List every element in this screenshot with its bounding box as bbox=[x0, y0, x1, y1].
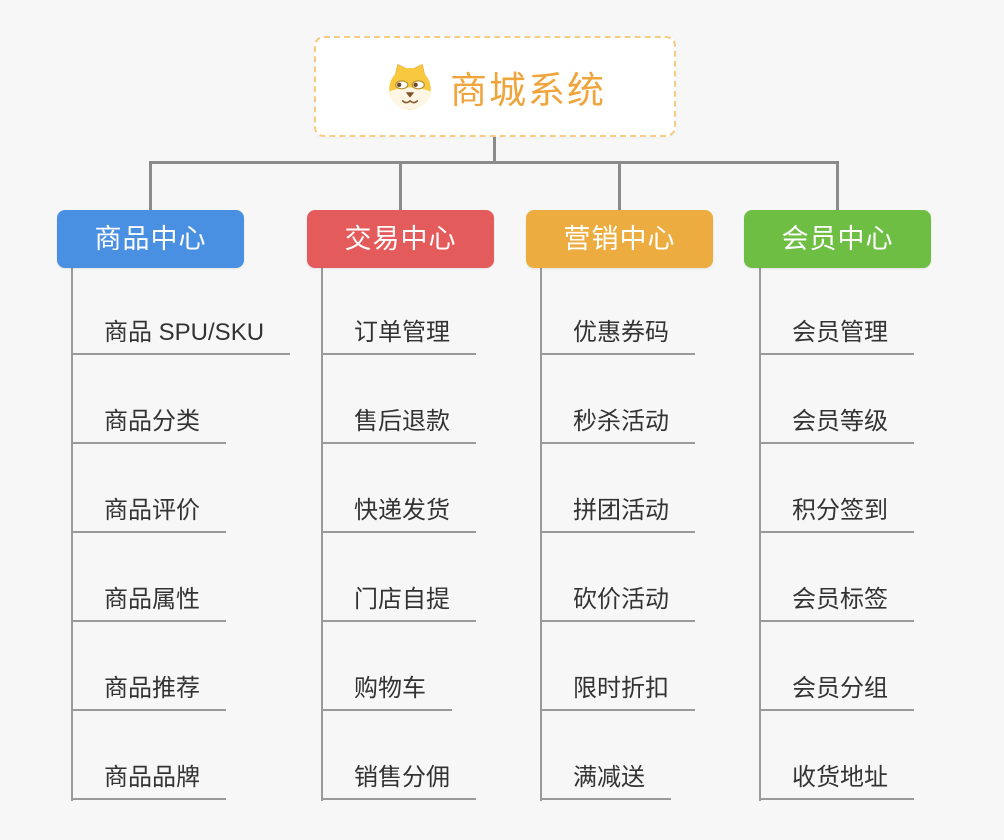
branch-drop-line bbox=[836, 161, 839, 211]
leaf-node[interactable]: 限时折扣 bbox=[540, 673, 695, 711]
leaf-node[interactable]: 会员等级 bbox=[759, 406, 914, 444]
branch-node-marketing-center[interactable]: 营销中心 bbox=[526, 210, 713, 268]
leaf-node[interactable]: 收货地址 bbox=[759, 762, 914, 800]
leaf-node[interactable]: 商品评价 bbox=[71, 495, 226, 533]
leaf-node[interactable]: 售后退款 bbox=[321, 406, 476, 444]
root-node-title: 商城系统 bbox=[450, 69, 606, 111]
leaf-node[interactable]: 快递发货 bbox=[321, 495, 476, 533]
branch-drop-line bbox=[149, 161, 152, 211]
branch-drop-line bbox=[618, 161, 621, 211]
root-stem-line bbox=[493, 137, 496, 163]
leaf-node[interactable]: 积分签到 bbox=[759, 495, 914, 533]
branch-bus-line bbox=[149, 161, 839, 164]
trunk-line-product bbox=[71, 268, 73, 801]
branch-node-product-center[interactable]: 商品中心 bbox=[57, 210, 244, 268]
leaf-node[interactable]: 优惠券码 bbox=[540, 317, 695, 355]
leaf-node[interactable]: 商品品牌 bbox=[71, 762, 226, 800]
leaf-node[interactable]: 订单管理 bbox=[321, 317, 476, 355]
leaf-node[interactable]: 销售分佣 bbox=[321, 762, 476, 800]
leaf-node[interactable]: 商品 SPU/SKU bbox=[71, 317, 291, 355]
leaf-node[interactable]: 商品推荐 bbox=[71, 673, 226, 711]
leaf-node[interactable]: 满减送 bbox=[540, 762, 671, 800]
root-node[interactable]: 商城系统 bbox=[314, 36, 676, 137]
trunk-line-marketing bbox=[540, 268, 542, 801]
leaf-node[interactable]: 会员标签 bbox=[759, 584, 914, 622]
branch-drop-line bbox=[399, 161, 402, 211]
leaf-node[interactable]: 会员分组 bbox=[759, 673, 914, 711]
branch-node-trade-center[interactable]: 交易中心 bbox=[307, 210, 494, 268]
leaf-node[interactable]: 拼团活动 bbox=[540, 495, 695, 533]
leaf-node[interactable]: 商品属性 bbox=[71, 584, 226, 622]
leaf-node[interactable]: 购物车 bbox=[321, 673, 452, 711]
leaf-node[interactable]: 门店自提 bbox=[321, 584, 476, 622]
leaf-node[interactable]: 秒杀活动 bbox=[540, 406, 695, 444]
branch-node-member-center[interactable]: 会员中心 bbox=[744, 210, 931, 268]
leaf-node[interactable]: 商品分类 bbox=[71, 406, 226, 444]
leaf-node[interactable]: 砍价活动 bbox=[540, 584, 695, 622]
dog-face-icon bbox=[384, 61, 436, 113]
leaf-node[interactable]: 会员管理 bbox=[759, 317, 914, 355]
trunk-line-trade bbox=[321, 268, 323, 801]
trunk-line-member bbox=[759, 268, 761, 801]
